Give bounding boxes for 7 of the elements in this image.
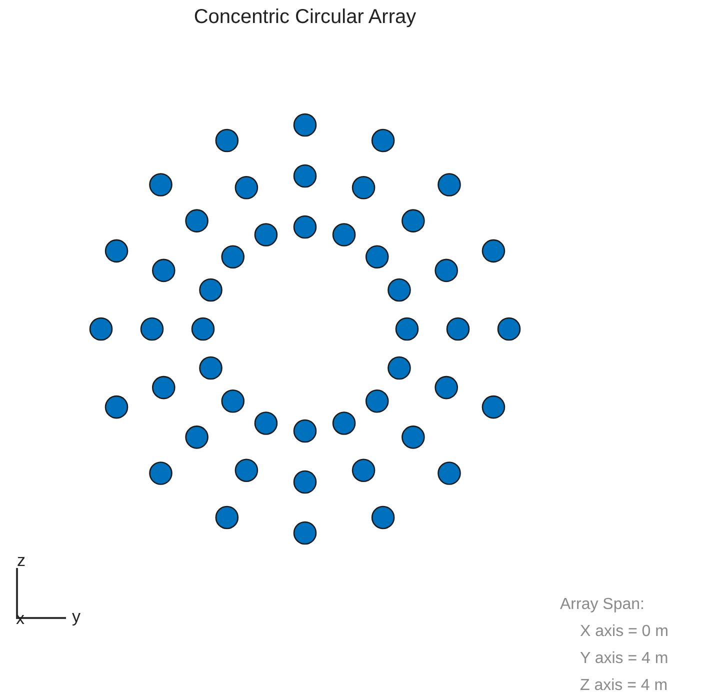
span-value: X axis = 0 m bbox=[580, 624, 668, 640]
axis-label: z bbox=[17, 552, 26, 569]
span-value: Z axis = 4 m bbox=[580, 678, 668, 694]
axis-label: y bbox=[72, 608, 80, 625]
span-value: Y axis = 4 m bbox=[580, 651, 668, 667]
chart-title: Concentric Circular Array bbox=[192, 6, 418, 29]
span-heading: Array Span: bbox=[560, 597, 644, 613]
